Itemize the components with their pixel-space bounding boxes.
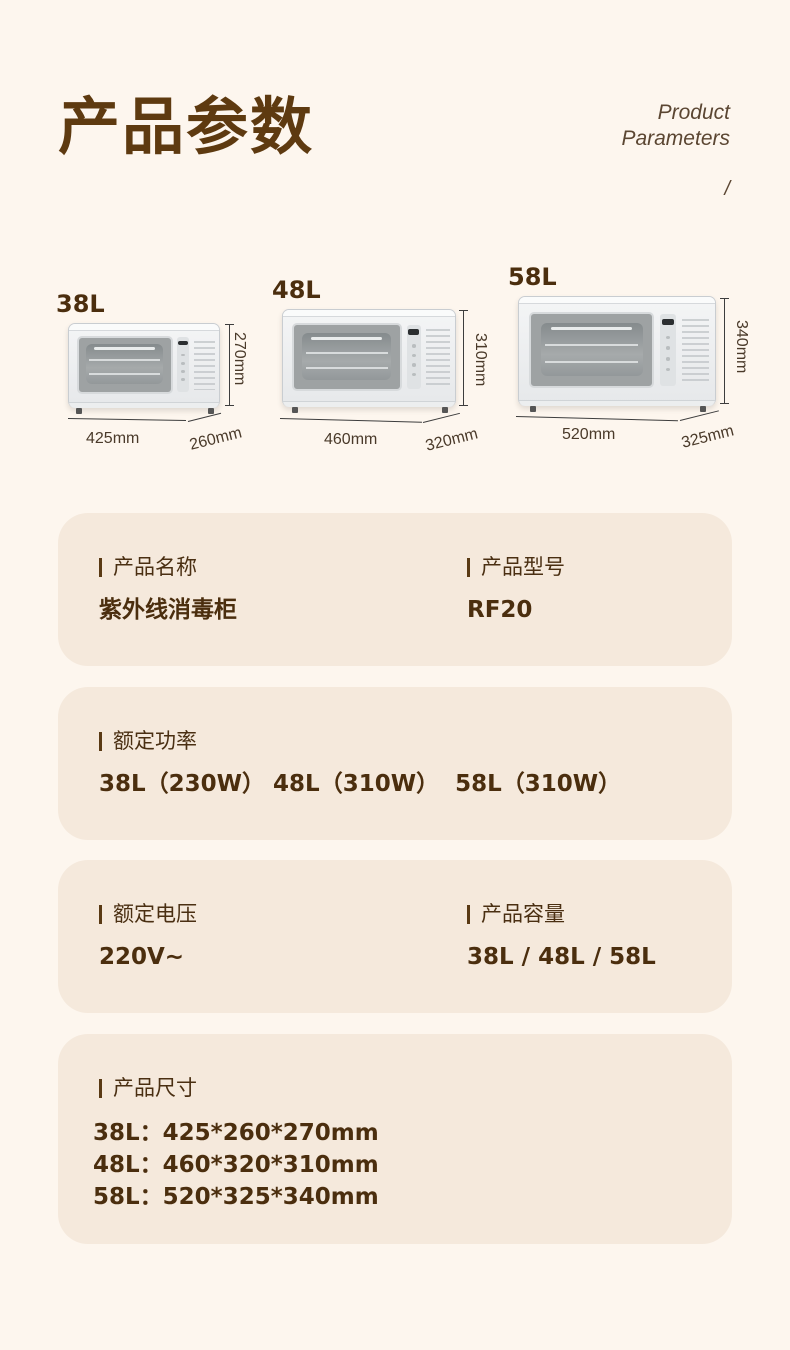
- model-58l-depth: 325mm: [679, 422, 736, 452]
- model-48l-capacity: 48L: [272, 276, 321, 304]
- rated-power-label: 额定功率: [99, 729, 197, 753]
- spec-card-voltage-capacity: 额定电压 220V~ 产品容量 38L / 48L / 58L: [58, 860, 732, 1013]
- model-58l-capacity: 58L: [508, 263, 557, 291]
- product-model-label: 产品型号: [467, 555, 565, 579]
- spec-card-power: 额定功率 38L（230W） 48L（310W） 58L（310W）: [58, 687, 732, 840]
- model-38l-height: 270mm: [231, 332, 248, 386]
- product-capacity-label: 产品容量: [467, 902, 565, 926]
- oven-48l-image: [282, 309, 456, 407]
- model-38l-width: 425mm: [86, 430, 140, 447]
- product-name-value: 紫外线消毒柜: [99, 597, 237, 623]
- subtitle-line-2: Parameters: [621, 127, 730, 150]
- model-48l-depth: 320mm: [423, 425, 480, 455]
- model-48l-height: 310mm: [472, 333, 489, 387]
- product-size-label: 产品尺寸: [99, 1076, 197, 1100]
- model-38l-depth: 260mm: [187, 424, 244, 454]
- oven-58l-image: [518, 296, 716, 406]
- size-value-38l: 38L：425*260*270mm: [93, 1120, 379, 1146]
- model-58l-width: 520mm: [562, 426, 616, 443]
- rated-voltage-label: 额定电压: [99, 902, 197, 926]
- product-model-value: RF20: [467, 597, 533, 623]
- decorative-slash: /: [724, 178, 730, 200]
- model-38l-capacity: 38L: [56, 290, 105, 318]
- product-capacity-value: 38L / 48L / 58L: [467, 944, 656, 970]
- oven-38l-image: [68, 323, 220, 408]
- page-title: 产品参数: [58, 90, 315, 163]
- model-48l-width: 460mm: [324, 431, 378, 448]
- page-subtitle: Product Parameters: [621, 100, 730, 152]
- rated-power-value: 38L（230W） 48L（310W） 58L（310W）: [99, 771, 622, 797]
- model-58l-height: 340mm: [733, 320, 750, 374]
- rated-voltage-value: 220V~: [99, 944, 185, 970]
- spec-card-name-model: 产品名称 紫外线消毒柜 产品型号 RF20: [58, 513, 732, 666]
- size-value-58l: 58L：520*325*340mm: [93, 1184, 379, 1210]
- subtitle-line-1: Product: [657, 101, 730, 124]
- product-name-label: 产品名称: [99, 555, 197, 579]
- size-value-48l: 48L：460*320*310mm: [93, 1152, 379, 1178]
- spec-card-size: 产品尺寸 38L：425*260*270mm 48L：460*320*310mm…: [58, 1034, 732, 1244]
